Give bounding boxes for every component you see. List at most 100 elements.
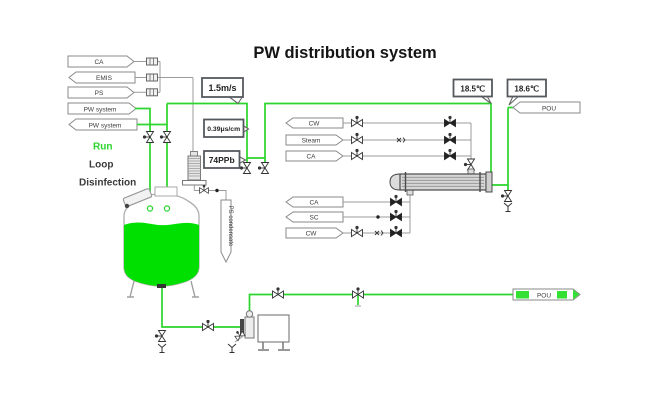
ps-condensate-label: PS condensate xyxy=(227,206,233,247)
hx-tubes xyxy=(402,176,484,187)
stream-label-cw-bottom: CW xyxy=(306,231,318,238)
hx-left-cap xyxy=(389,173,401,191)
stream-label-steam: Steam xyxy=(302,138,321,145)
valve-icon[interactable] xyxy=(444,115,456,127)
pump-motor xyxy=(257,314,290,343)
hx-right-cap xyxy=(485,171,493,193)
pump-volute xyxy=(244,316,255,339)
hx-bottom-nozzle xyxy=(406,189,414,196)
stream-label-emis: EMIS xyxy=(96,75,113,82)
pump-feet xyxy=(258,342,290,351)
stream-label-sc: SC xyxy=(309,215,318,222)
temp-supply-value: 18.5℃ xyxy=(460,85,485,94)
valve-icon[interactable] xyxy=(351,115,363,127)
status-loop: Loop xyxy=(89,160,113,171)
storage-tank xyxy=(122,186,200,298)
drain-icon xyxy=(503,202,513,212)
hx-shell xyxy=(399,173,487,191)
stream-label-ps: PS xyxy=(95,90,104,97)
stream-arrow-pw-return xyxy=(68,118,138,131)
valve-icon[interactable] xyxy=(272,286,284,299)
status-run: Run xyxy=(93,142,112,153)
valve-icon[interactable] xyxy=(202,319,214,331)
valve-icon[interactable] xyxy=(257,162,269,174)
stream-arrow-ps-in xyxy=(67,86,135,99)
stream-label-pw-supply: PW system xyxy=(84,107,117,114)
pou-flow-highlight xyxy=(557,291,567,299)
tank-liquid xyxy=(124,222,199,286)
valve-icon[interactable] xyxy=(390,225,402,237)
stream-arrow-ca-in xyxy=(67,55,135,68)
pou-flow-highlight xyxy=(573,289,580,300)
conductivity-callout[interactable]: 0.39μs/cm xyxy=(203,118,250,138)
connector-block-icon xyxy=(146,73,158,82)
pou-flow-highlight xyxy=(516,291,529,299)
valve-icon[interactable] xyxy=(142,131,154,143)
pump[interactable] xyxy=(240,310,290,351)
stream-arrow-ca-bottom xyxy=(285,196,344,208)
stream-label-ca-in: CA xyxy=(94,59,104,66)
stream-label-cw-top: CW xyxy=(309,121,321,128)
status-text: Run Loop Disinfection xyxy=(79,142,136,189)
valve-icon[interactable] xyxy=(463,158,475,171)
stream-arrow-sc xyxy=(285,211,344,223)
connector-block-icon xyxy=(146,88,158,97)
top-left-streams: CA EMIS PS PW system PW system xyxy=(67,55,138,131)
hx-flanges xyxy=(404,172,481,192)
valve-icon[interactable] xyxy=(351,148,363,160)
drain-icon xyxy=(157,343,167,353)
connector-block-icon xyxy=(146,57,158,66)
hx-top-nozzle xyxy=(467,168,475,175)
pou-bottom-label: POU xyxy=(537,292,551,299)
spray-ball-icon xyxy=(163,205,171,212)
hx-bottom-utilities: CA SC CW xyxy=(285,195,411,239)
valve-icon[interactable] xyxy=(351,132,363,144)
pou-top-label: POU xyxy=(542,106,556,113)
valve-dot-icon xyxy=(376,215,380,219)
stream-arrow-cw-bottom xyxy=(285,227,344,239)
stream-arrow-ca-top xyxy=(285,150,344,162)
valve-icon[interactable] xyxy=(154,330,166,342)
status-disinfection: Disinfection xyxy=(79,178,136,189)
valve-icon[interactable] xyxy=(500,190,512,202)
valve-icon[interactable] xyxy=(390,209,402,221)
toc-callout[interactable]: 74PPb xyxy=(203,150,247,169)
tank-top-nozzle xyxy=(154,186,178,197)
valve-icon[interactable] xyxy=(199,184,209,194)
velocity-value: 1.5m/s xyxy=(208,83,236,93)
temp-return-value: 18.6℃ xyxy=(514,85,539,94)
instrument-connectors xyxy=(134,57,194,156)
pou-bottom: POU xyxy=(512,288,581,301)
page-title: PW distribution system xyxy=(253,44,436,62)
ps-condensate: PS condensate xyxy=(220,199,233,264)
pump-inlet-flange xyxy=(240,319,244,335)
tank-outlet xyxy=(157,284,166,288)
manway-icon xyxy=(122,188,153,208)
stream-arrow-cw-top xyxy=(285,117,344,129)
manway-bolt xyxy=(124,203,130,209)
stream-arrow-pw-supply xyxy=(67,102,137,115)
valve-icon[interactable] xyxy=(390,194,402,206)
valve-icon[interactable] xyxy=(444,132,456,144)
stream-label-ca-top: CA xyxy=(306,154,316,161)
valve-icon[interactable] xyxy=(351,225,363,237)
temp-supply-callout[interactable]: 18.5℃ xyxy=(452,78,493,104)
hx-top-utilities: CW Steam CA xyxy=(285,117,472,173)
valve-icon[interactable] xyxy=(239,162,251,174)
temp-return-callout[interactable]: 18.6℃ xyxy=(506,78,547,106)
valve-icon[interactable] xyxy=(444,148,456,160)
conductivity-value: 0.39μs/cm xyxy=(207,126,240,133)
toc-value: 74PPb xyxy=(209,155,235,165)
vent-filter xyxy=(182,151,227,200)
velocity-callout[interactable]: 1.5m/s xyxy=(201,77,244,105)
pump-discharge-port xyxy=(245,310,254,318)
pou-top: POU xyxy=(512,101,581,114)
stream-label-pw-return: PW system xyxy=(89,123,122,130)
valve-icon[interactable] xyxy=(159,131,171,143)
spray-ball-icon xyxy=(146,205,154,212)
heat-exchanger xyxy=(389,168,493,196)
stream-arrow-emis-out xyxy=(68,71,136,84)
stream-arrow-steam xyxy=(285,134,344,146)
